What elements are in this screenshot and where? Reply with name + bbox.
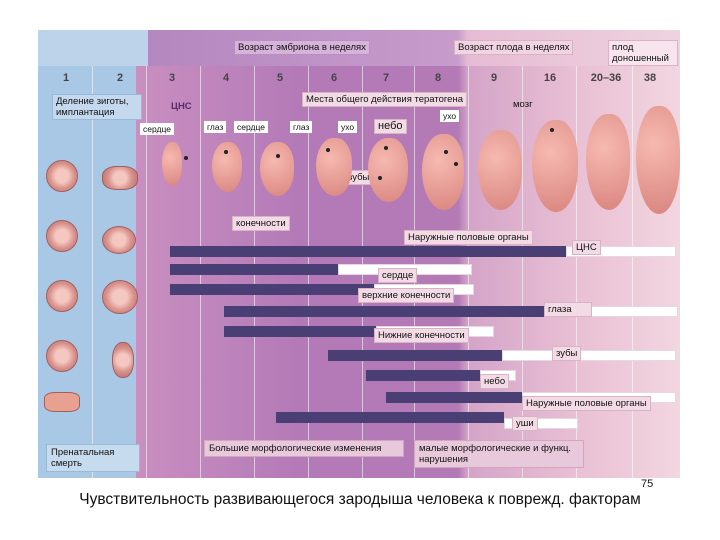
sensitivity-diagram: Возраст эмбриона в неделях Возраст плода… [38, 30, 680, 478]
week-1: 1 [62, 72, 70, 84]
embryo-week-5-image [260, 142, 294, 196]
week-2: 2 [116, 72, 124, 84]
zygote-image-9 [44, 392, 80, 412]
bar-teeth-label: зубы [552, 346, 582, 361]
zygote-image-8 [112, 342, 134, 378]
external-genitalia-label-1: Наружные половые органы [404, 230, 533, 245]
fetus-week-16-image [532, 120, 578, 212]
embryo-week-8-image [422, 134, 464, 210]
embryo-week-7-image [368, 138, 408, 202]
limbs-label: конечности [232, 216, 290, 231]
week-9: 9 [490, 72, 498, 84]
brain-label: мозг [513, 99, 533, 110]
bar-cns-label: ЦНС [572, 240, 601, 255]
fetus-week-9-image [478, 130, 522, 210]
bar-cns-sensitive [170, 246, 566, 257]
week-20-36: 20–36 [590, 72, 622, 84]
fetus-age-header: Возраст плода в неделях [454, 40, 574, 55]
fetus-week-20-36-image [586, 114, 630, 210]
zygote-division-label: Деление зиготы, имплантация [52, 94, 142, 120]
zygote-image-7 [46, 340, 78, 372]
embryo-week-6-image [316, 138, 352, 196]
week-3: 3 [168, 72, 176, 84]
zygote-image-1 [46, 160, 78, 192]
bar-upper-limbs-sensitive [170, 284, 374, 295]
eye-label-2: глаз [290, 121, 313, 133]
major-changes-box: Большие морфологические изменения [204, 440, 404, 457]
bar-eyes-label: глаза [544, 302, 592, 317]
bar-external-genitalia-label: Наружные половые органы [522, 396, 651, 411]
bar-ears-label: уши [512, 416, 538, 431]
week-16: 16 [543, 72, 557, 84]
week-7: 7 [382, 72, 390, 84]
bar-palate-label: небо [480, 374, 510, 389]
bar-eyes-sensitive [224, 306, 544, 317]
minor-changes-box: малые морфологические и функц. нарушения [414, 440, 584, 468]
ear-label-2: ухо [440, 110, 460, 122]
week-38: 38 [643, 72, 657, 84]
heart-label-2: сердце [234, 121, 268, 133]
teratogen-sites-label: Места общего действия тератогена [302, 92, 467, 107]
prenatal-death-box: Пренатальная смерть [46, 444, 140, 472]
fetus-term-header: плод доношенный [608, 40, 678, 66]
zygote-image-3 [46, 220, 78, 252]
bar-ears-less [504, 418, 578, 429]
heart-label-1: сердце [140, 123, 174, 135]
week-4: 4 [222, 72, 230, 84]
ear-label-1: ухо [338, 121, 358, 133]
bar-external-genitalia-sensitive [386, 392, 522, 403]
bar-ears-sensitive [276, 412, 504, 423]
week-6: 6 [330, 72, 338, 84]
slide-caption: Чувствительность развивающегося зародыша… [79, 491, 641, 508]
zygote-image-2 [102, 166, 138, 190]
bar-palate-sensitive [366, 370, 480, 381]
embryo-week-3-image [162, 142, 182, 186]
bar-heart-sensitive [170, 264, 338, 275]
zygote-image-4 [102, 226, 136, 254]
zygote-image-6 [102, 280, 138, 314]
cns-top-label: ЦНС [171, 101, 192, 112]
embryo-age-header: Возраст эмбриона в неделях [234, 40, 370, 55]
zygote-image-5 [46, 280, 78, 312]
bar-heart-label: сердце [378, 268, 418, 283]
bar-lower-limbs-sensitive [224, 326, 376, 337]
bar-lower-limbs-label: Нижние конечности [374, 328, 469, 343]
eye-label-1: глаз [204, 121, 227, 133]
bar-teeth-sensitive [328, 350, 502, 361]
bar-upper-limbs-label: верхние конечности [358, 288, 455, 303]
week-8: 8 [434, 72, 442, 84]
bar-cns-less [566, 246, 676, 257]
bar-teeth-less [502, 350, 676, 361]
week-5: 5 [276, 72, 284, 84]
fetus-week-38-image [636, 106, 680, 214]
palate-label-1: небо [374, 119, 407, 134]
page-number: 75 [641, 478, 654, 490]
